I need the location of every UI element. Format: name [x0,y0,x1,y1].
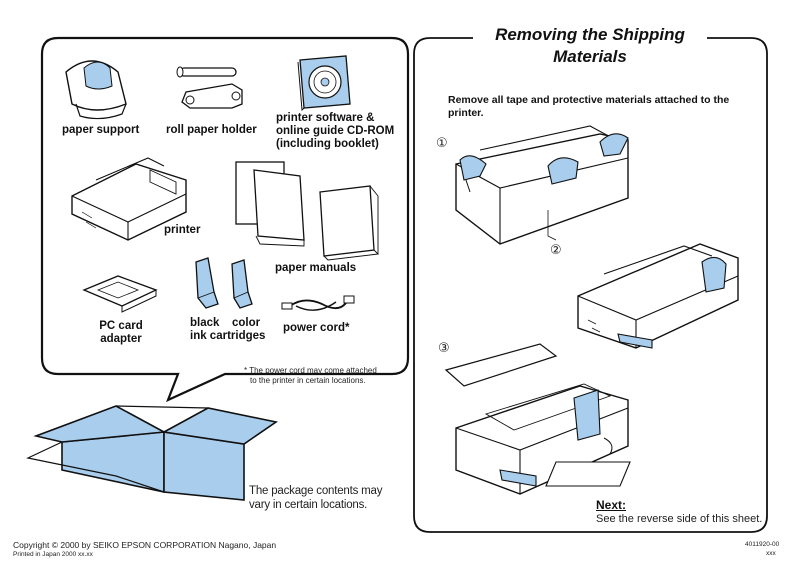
label-paper-support: paper support [62,124,140,136]
instruction-line2: printer. [448,107,484,119]
step-2-number: ② [550,242,562,257]
footer-code-sub: xxx [766,550,776,557]
label-ink-cartridges: ink cartridges [190,330,266,342]
footer-copyright: Copyright © 2000 by SEIKO EPSON CORPORAT… [13,540,277,550]
next-text: See the reverse side of this sheet. [596,513,763,525]
label-cd-rom-line2: online guide CD-ROM [276,125,395,137]
package-note-line2: vary in certain locations. [249,499,368,511]
removing-panel-frame [413,37,768,533]
next-block: Next: See the reverse side of this sheet… [596,498,762,526]
label-power-cord: power cord* [283,322,350,334]
footer-printed: Printed in Japan 2000 xx.xx [13,551,93,558]
label-paper-manuals: paper manuals [275,262,357,274]
label-pc-card-line1: PC card [99,320,143,332]
removing-title-line1: Removing the Shipping [495,25,685,44]
power-cord-footnote: * The power cord may come attached to th… [244,366,377,386]
step-3-number: ③ [438,340,450,355]
removing-instruction: Remove all tape and protective materials… [448,94,729,120]
footnote-line2: to the printer in certain locations. [250,376,366,385]
removing-title: Removing the Shipping Materials [473,24,707,68]
label-black: black [190,317,220,329]
label-cd-rom: printer software & online guide CD-ROM (… [276,112,394,151]
package-note-line1: The package contents may [249,485,383,497]
step-1-number: ① [436,135,448,150]
label-printer: printer [164,224,201,236]
label-cd-rom-line3: (including booklet) [276,138,379,150]
next-label: Next: [596,498,627,512]
label-color: color [232,317,261,329]
label-pc-card-adapter: PC card adapter [92,320,150,346]
instruction-line1: Remove all tape and protective materials… [448,94,730,106]
label-pc-card-line2: adapter [100,333,142,345]
footer-code: 4011920-00 [745,541,780,548]
label-cd-rom-line1: printer software & [276,112,375,124]
footnote-line1: * The power cord may come attached [244,366,377,375]
label-roll-paper-holder: roll paper holder [166,124,257,136]
removing-title-line2: Materials [553,47,627,66]
package-note: The package contents may vary in certain… [249,484,382,512]
